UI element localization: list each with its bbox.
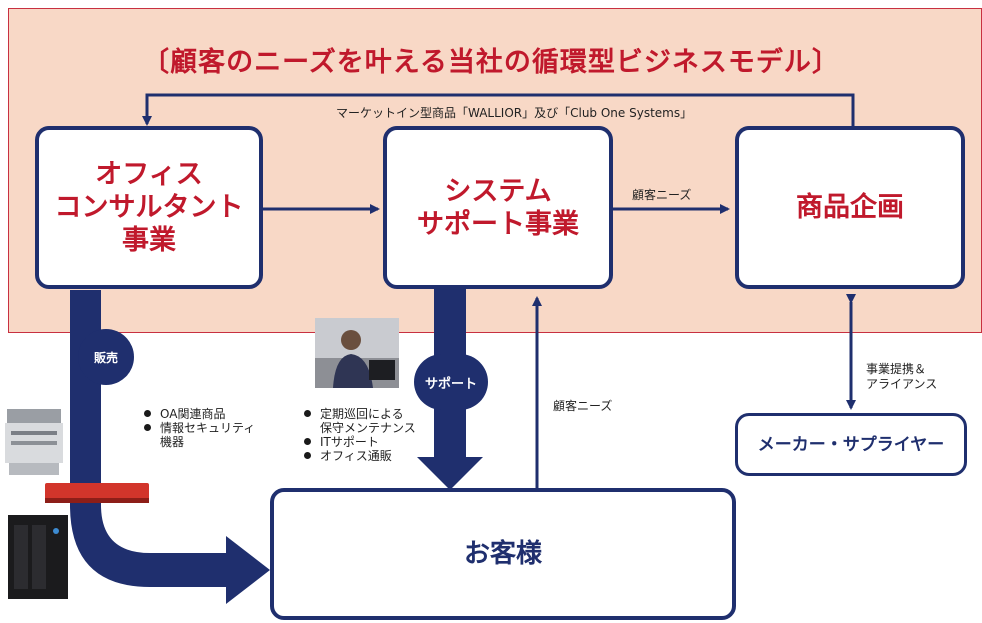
needs-label-top: 顧客ニーズ xyxy=(632,188,692,202)
list-item: 機器 xyxy=(160,435,185,449)
product-planning-box: 商品企画 xyxy=(735,126,965,289)
alliance-label-1: 事業提携＆ xyxy=(866,362,927,376)
office-consultant-label: オフィス コンサルタント 事業 xyxy=(54,159,244,256)
support-circle: サポート xyxy=(414,354,488,410)
product-planning-label: 商品企画 xyxy=(796,192,904,223)
system-support-box: システム サポート事業 xyxy=(383,126,613,289)
diagram-title: 〔顧客のニーズを叶える当社の循環型ビジネスモデル〕 xyxy=(142,47,840,78)
list-item: 保守メンテナンス xyxy=(320,421,416,435)
technician-photo xyxy=(315,318,399,388)
customer-label: お客様 xyxy=(463,538,542,569)
sales-circle: 販売 xyxy=(78,329,134,385)
list-item: ITサポート xyxy=(302,435,416,449)
loop-label: マーケットイン型商品「WALLIOR」及び「Club One Systems」 xyxy=(336,106,693,120)
maker-supplier-box: メーカー・サプライヤー xyxy=(735,413,967,476)
sales-thick-arrow xyxy=(70,290,270,604)
list-item: OA関連商品 xyxy=(142,407,255,421)
maker-supplier-label: メーカー・サプライヤー xyxy=(757,434,945,455)
alliance-label-2: アライアンス xyxy=(866,377,938,391)
sales-items-list: OA関連商品 情報セキュリティ 機器 xyxy=(142,407,255,449)
customer-box: お客様 xyxy=(270,488,736,620)
loop-arrow xyxy=(142,93,855,130)
office-consultant-box: オフィス コンサルタント 事業 xyxy=(35,126,263,289)
router-photo xyxy=(45,483,149,503)
server-photo xyxy=(8,515,68,599)
list-item: 情報セキュリティ xyxy=(142,421,255,435)
list-item: 定期巡回による xyxy=(302,407,416,421)
list-item: オフィス通販 xyxy=(302,449,416,463)
support-items-list: 定期巡回による 保守メンテナンス ITサポート オフィス通販 xyxy=(302,407,416,463)
needs-label-mid: 顧客ニーズ xyxy=(553,399,613,413)
copier-photo xyxy=(5,409,63,475)
system-support-label: システム サポート事業 xyxy=(417,175,579,240)
